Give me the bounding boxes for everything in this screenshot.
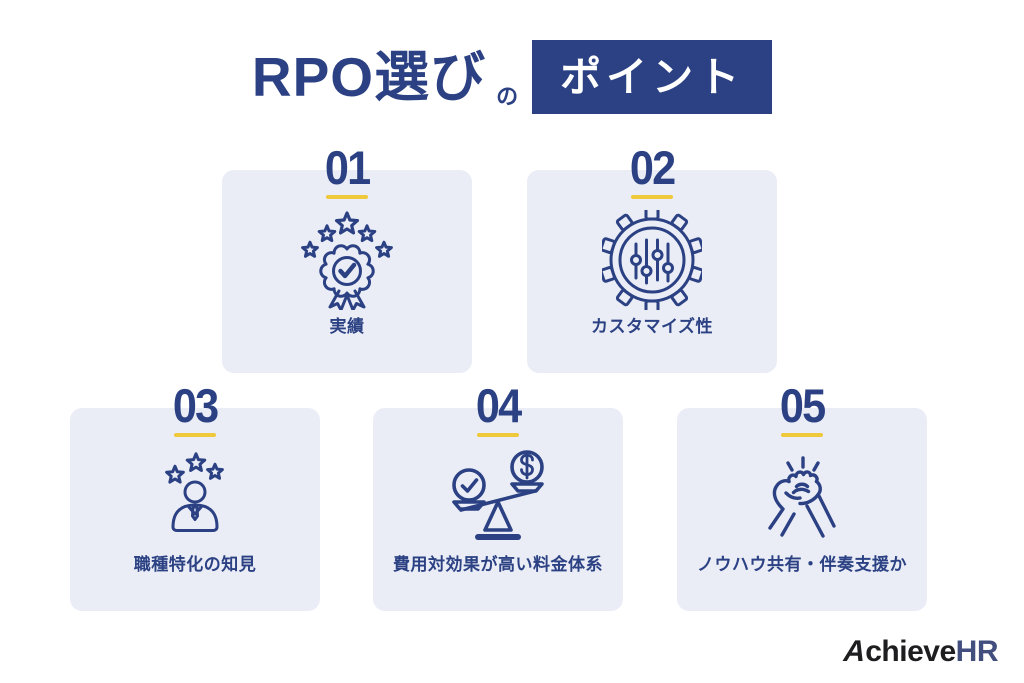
number-underline [326, 195, 368, 199]
card-number-block: 04 [373, 379, 623, 437]
card-icon-wrap [527, 208, 777, 312]
clasped-hands-icon [768, 456, 836, 538]
card-number-block: 05 [677, 379, 927, 437]
card-number: 04 [475, 379, 522, 432]
number-underline [477, 433, 519, 437]
logo-achieve-text: Achieve [840, 635, 956, 668]
point-card-01: 01 実績 [222, 144, 472, 373]
brand-logo: AchieveHR [840, 635, 999, 668]
point-card-02: 02 [527, 144, 777, 373]
title-main-text: RPO選び [251, 45, 487, 108]
title-highlight-box: ポイント [532, 40, 773, 114]
card-number-block: 03 [70, 379, 320, 437]
card-label: 実績 [329, 317, 365, 336]
number-underline [174, 433, 216, 437]
card-icon-wrap [373, 446, 623, 550]
number-underline [631, 195, 673, 199]
point-card-05: 05 [677, 382, 927, 611]
person-stars-icon [165, 452, 224, 532]
number-underline [781, 433, 823, 437]
award-medal-stars-icon [301, 211, 393, 310]
card-label: 費用対効果が高い料金体系 [393, 555, 603, 574]
logo-achieve-rest: chieve [865, 635, 956, 668]
card-number: 05 [779, 379, 826, 432]
card-number: 02 [629, 141, 676, 194]
card-label: 職種特化の知見 [133, 555, 257, 574]
logo-hr-text: HR [955, 635, 999, 668]
balance-scale-icon [452, 450, 544, 540]
card-icon-wrap [222, 208, 472, 312]
card-number: 03 [172, 379, 219, 432]
point-card-03: 03 職種特化の知見 [70, 382, 320, 611]
card-icon-wrap [70, 446, 320, 550]
card-number-block: 01 [222, 141, 472, 199]
card-icon-wrap [677, 446, 927, 550]
card-number: 01 [324, 141, 371, 194]
title-particle: の [496, 84, 519, 109]
point-card-04: 04 費用対効果が高い料金体系 [373, 382, 623, 611]
gear-sliders-icon [602, 210, 702, 310]
card-label: ノウハウ共有・伴奏支援か [697, 555, 907, 574]
page-title: RPO選び の ポイント [0, 40, 1024, 114]
card-number-block: 02 [527, 141, 777, 199]
card-label: カスタマイズ性 [591, 317, 713, 336]
